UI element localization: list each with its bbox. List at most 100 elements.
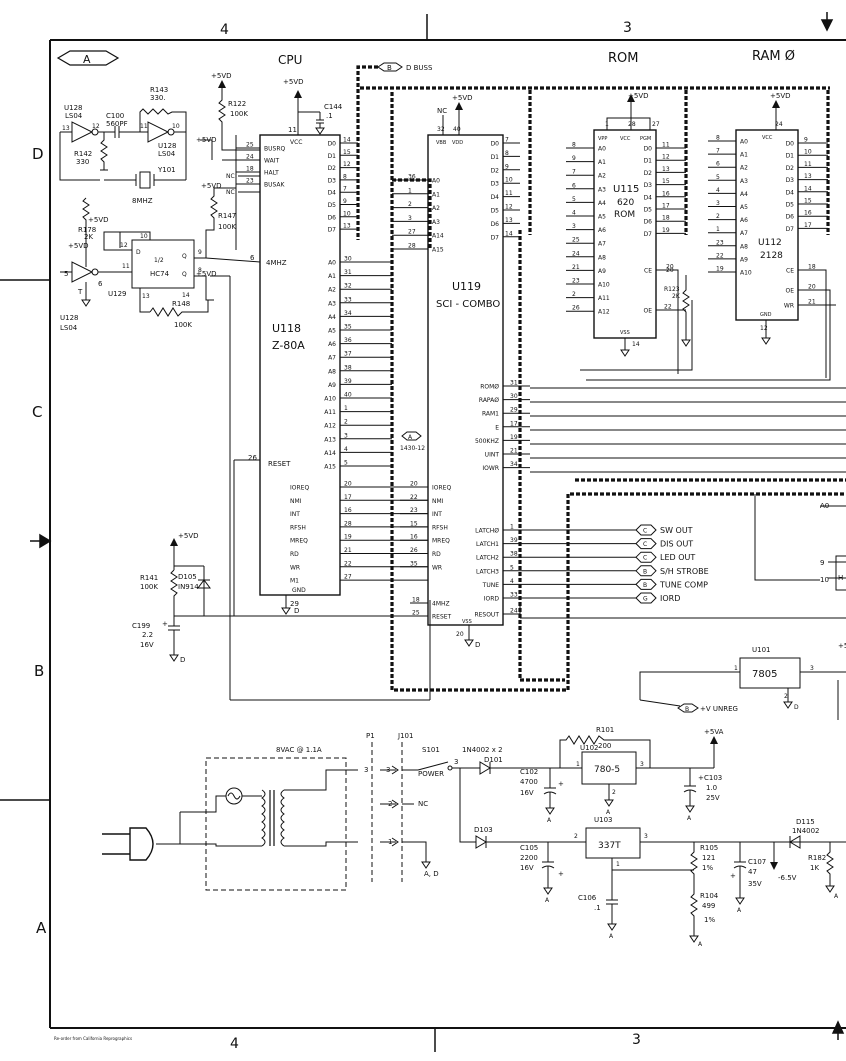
u129-ref: U129 — [108, 290, 126, 298]
rom-addr-num: 2 — [572, 291, 576, 298]
nc-busak: NC — [226, 189, 235, 196]
cpu-addr-name: A14 — [324, 450, 336, 457]
cpu-addr-num: 35 — [344, 324, 352, 331]
sci-bus-name: MREQ — [432, 538, 450, 545]
rom-addr-num: 5 — [572, 196, 576, 203]
sci-part: SCI - COMBO — [436, 299, 500, 310]
r123-val: 2K — [672, 293, 681, 300]
r123-gnd-icon — [681, 339, 691, 347]
ram-data-num: 17 — [804, 222, 812, 229]
ram-addr-name: A7 — [740, 230, 748, 237]
cpu-reset: RESET — [268, 460, 291, 468]
rom-addr-num: 8 — [572, 142, 576, 149]
rom-addr-name: A8 — [598, 254, 606, 261]
partial-pin10: 10 — [820, 576, 829, 584]
sci-latch-num: 33 — [510, 592, 518, 599]
r101-val: 200 — [598, 742, 611, 750]
v5vd-r148: +5VD — [196, 270, 217, 278]
ram-addr-num: 23 — [716, 239, 724, 246]
ram-addr-name: A2 — [740, 165, 748, 172]
output-label: SW OUT — [660, 526, 693, 535]
cpu-data-num: 14 — [343, 137, 351, 144]
u103-part: 337T — [598, 841, 621, 851]
ram-chip — [735, 129, 799, 321]
sci-bus-name: NMI — [432, 498, 444, 505]
s101-ref: S101 — [422, 746, 440, 754]
sci-misc-name: RESET — [432, 614, 452, 621]
cpu-chip — [259, 134, 341, 596]
r101-ref: R101 — [596, 726, 614, 734]
sci-ctrl-num: 29 — [510, 407, 518, 414]
sci-addr-num: 28 — [408, 243, 416, 250]
r143-ref: R143 — [150, 86, 168, 94]
u128c-pin6: 6 — [98, 280, 103, 288]
u103-pin2: 2 — [574, 833, 578, 840]
r104-tol: 1% — [704, 916, 715, 924]
output-tag-hex — [635, 551, 657, 563]
reset-vcc-label: +5VD — [178, 532, 199, 540]
u128c-pin5: 5 — [64, 270, 68, 278]
cpu-addr-num: 36 — [344, 337, 352, 344]
gnd-a-c105: A — [545, 897, 550, 904]
ram-addr-num: 19 — [716, 266, 724, 273]
ram-gnd-num: 12 — [760, 325, 768, 332]
v5vd-r178: +5VD — [88, 216, 109, 224]
rom-addr-name: A0 — [598, 146, 606, 153]
row-label-c: C — [32, 403, 42, 421]
sci-top-name: VBB — [436, 140, 447, 146]
s101-label: POWER — [418, 770, 444, 778]
data-bus — [356, 65, 846, 692]
rom-vss: VSS — [620, 330, 630, 336]
ram-data-num: 9 — [804, 137, 808, 144]
c102-ref: C102 — [520, 768, 538, 776]
sci-latch-num: 1 — [510, 524, 514, 531]
y101-val: 8MHZ — [132, 197, 153, 205]
rom-data-num: 16 — [662, 190, 670, 197]
pin2-label: 2 — [388, 800, 392, 808]
sci-latch-num: 5 — [510, 564, 514, 571]
u129-pin10: 10 — [140, 233, 148, 240]
rom-data-name: D5 — [644, 207, 653, 214]
gnd-a-r104: A — [698, 941, 703, 948]
sci-addr-num: 1 — [408, 187, 412, 194]
rom-data-name: D4 — [644, 194, 653, 201]
ram-vcc: VCC — [762, 135, 773, 141]
cpu-addr-name: A4 — [328, 314, 336, 321]
gnd-a-c106: A — [609, 933, 614, 940]
sci-ctrl-num: 30 — [510, 393, 518, 400]
u129-d: D — [136, 249, 141, 256]
u102-part: 780-5 — [594, 765, 620, 775]
sci-addr-num: 3 — [408, 215, 412, 222]
r105-ref: R105 — [700, 844, 718, 852]
cpu-data-name: D0 — [328, 141, 337, 148]
r143-val: 330. — [150, 94, 166, 102]
ram-wr-name: WR — [784, 303, 794, 310]
sci-misc-num: 25 — [412, 610, 420, 617]
ram-gnd: GND — [760, 312, 772, 318]
output-tag-hex — [635, 565, 657, 577]
sci-vdd-arrow-icon — [455, 102, 463, 110]
cpu-addr-num: 30 — [344, 256, 352, 263]
cpu-bus-num: 22 — [344, 560, 352, 567]
d105-ref: D105 — [178, 573, 197, 581]
sci-bus-name: RD — [432, 551, 441, 558]
partial-pin9: 9 — [820, 559, 824, 567]
d-buss-tag: B — [387, 64, 392, 72]
sci-resout-name: RESOUT — [474, 612, 499, 619]
sci-bus-num: 15 — [410, 520, 418, 527]
ram-addr-name: A3 — [740, 178, 748, 185]
pin1-label: 1 — [388, 838, 392, 846]
ram-ref: U112 — [758, 238, 782, 248]
u129-pin14: 14 — [182, 292, 190, 299]
cpu-clock: 4MHZ — [266, 259, 287, 267]
c199-ref: C199 — [132, 622, 150, 630]
d-buss-label: D BUSS — [406, 64, 433, 72]
cpu-data-name: D7 — [328, 227, 337, 234]
u101-pin3: 3 — [810, 665, 814, 672]
sci-top-num: 40 — [453, 126, 461, 133]
u128a-pin-in: 13 — [62, 125, 70, 132]
rom-top-27: 27 — [652, 121, 660, 128]
sci-offpage-note: 1430-12 — [400, 445, 425, 452]
u128b-pin-out: 10 — [172, 123, 180, 130]
cpu-ref: U118 — [272, 322, 301, 335]
